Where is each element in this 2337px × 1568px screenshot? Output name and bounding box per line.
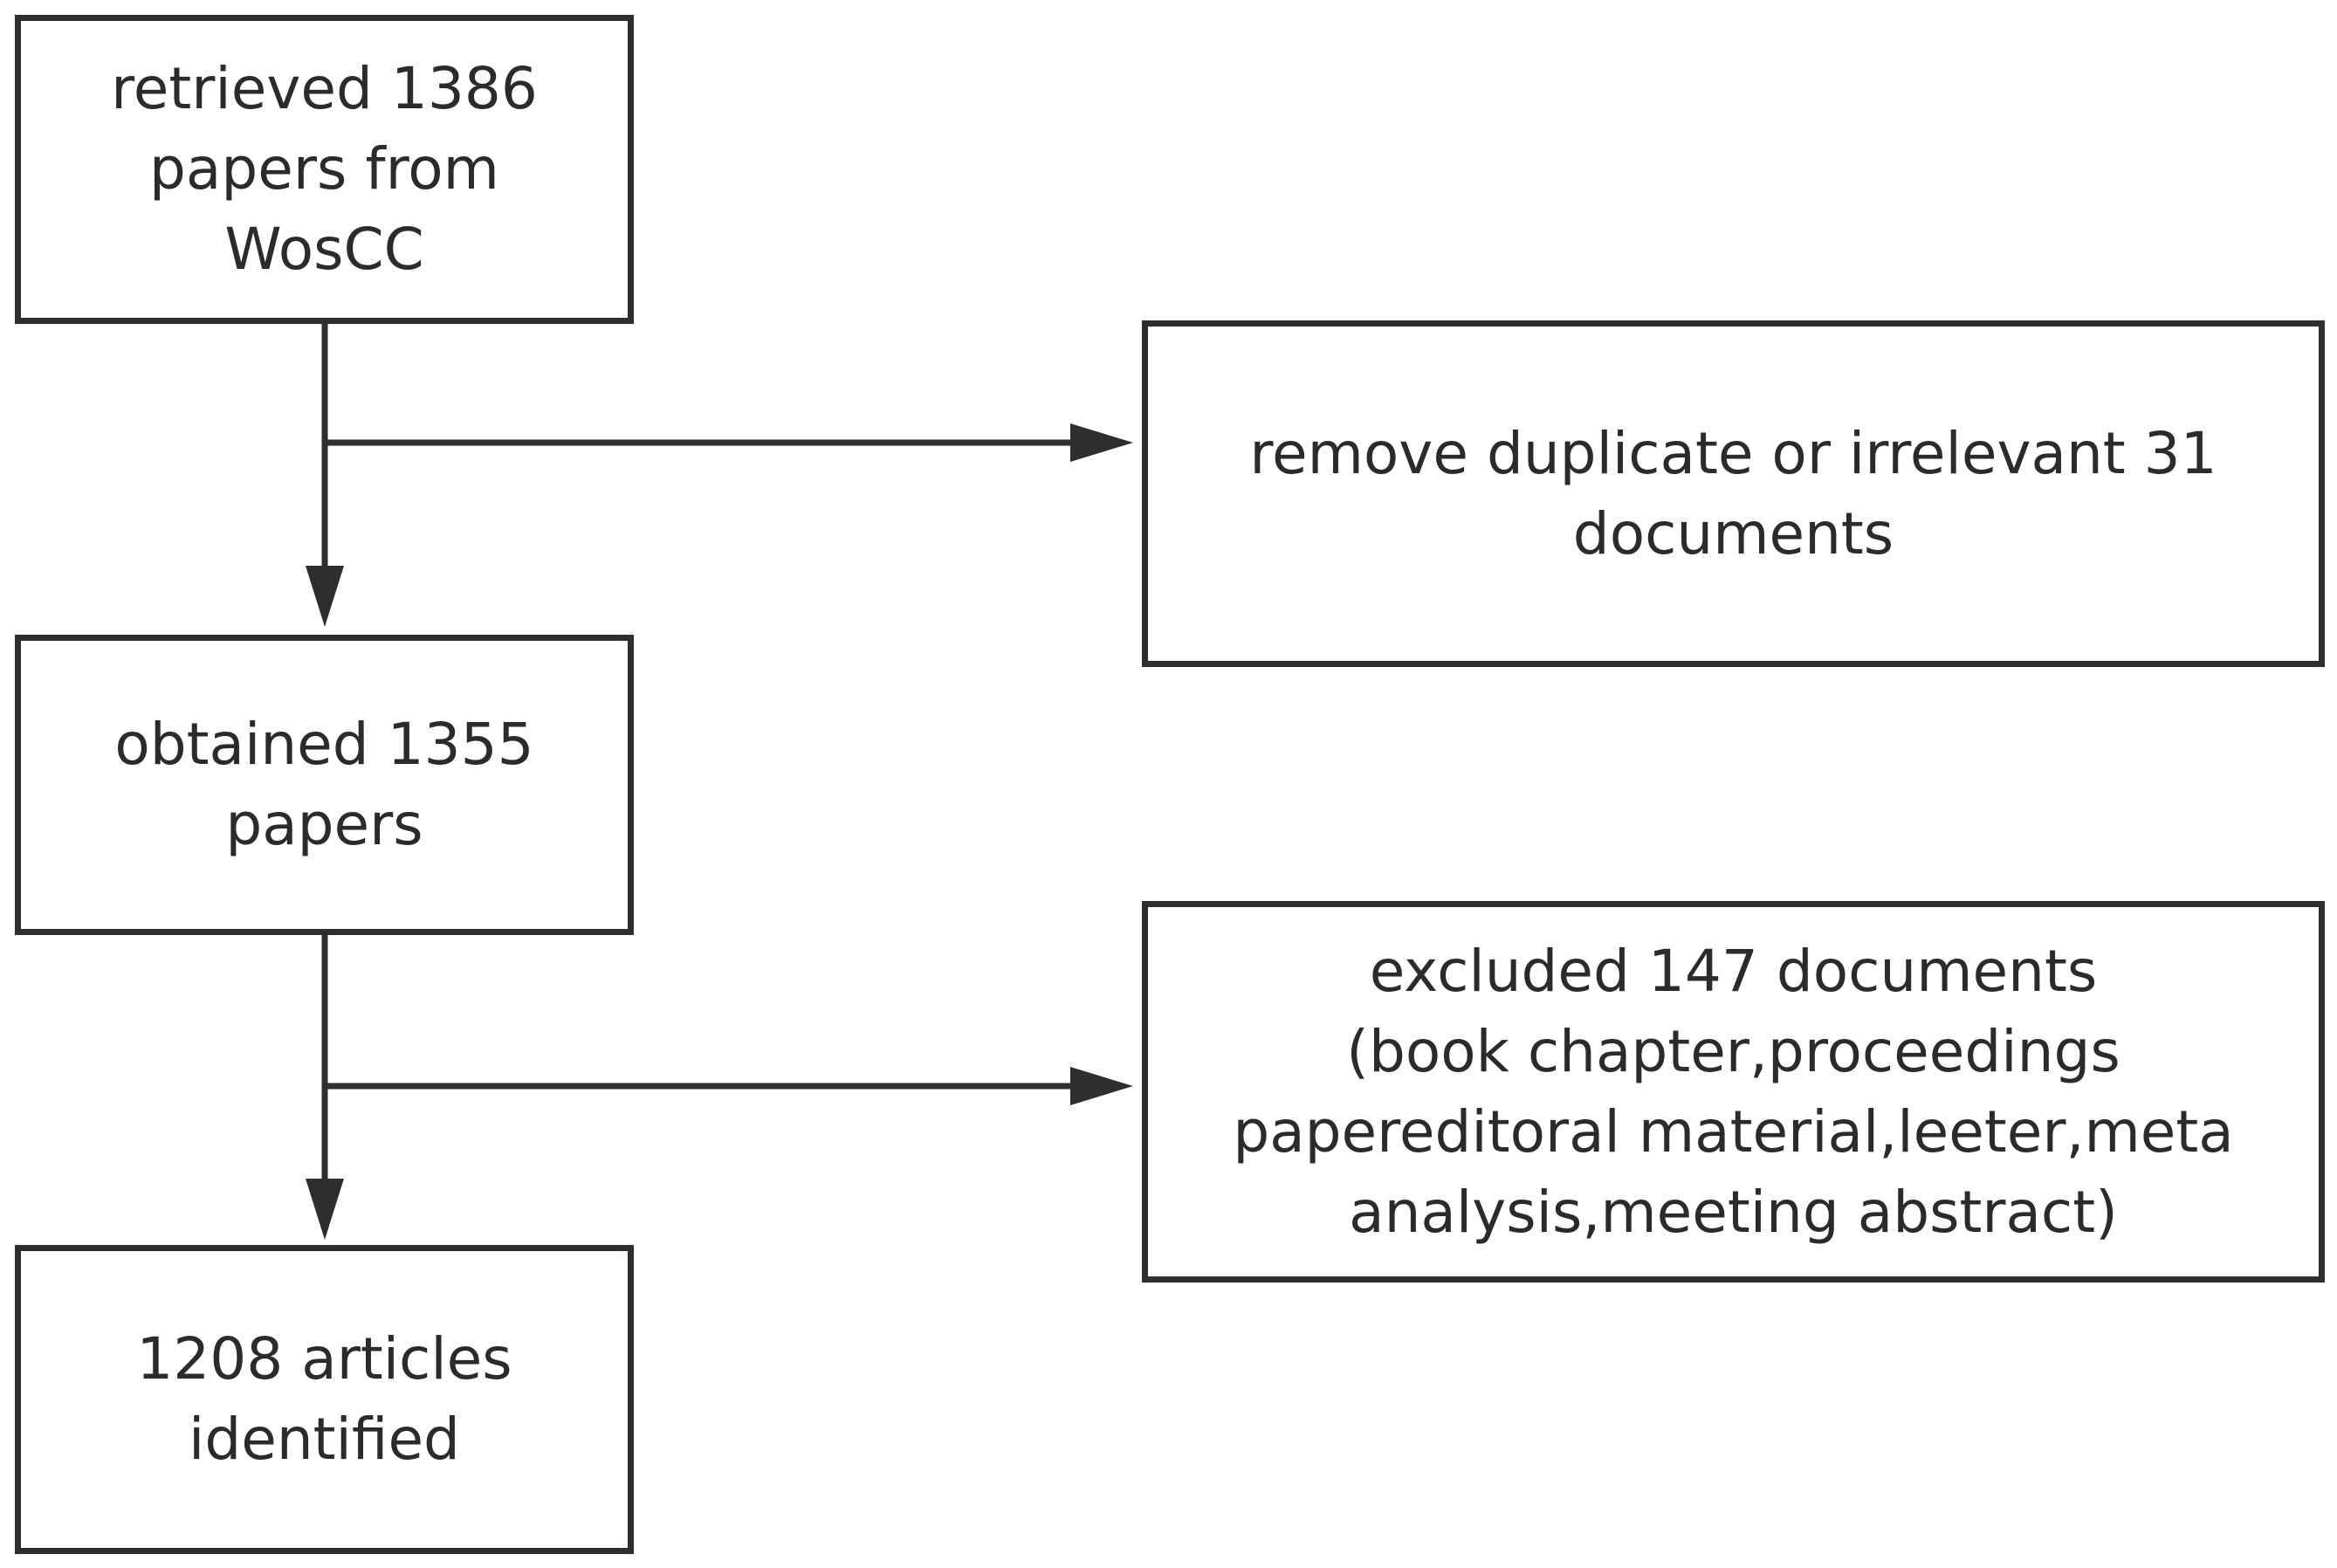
exclusion-duplicates-box: remove duplicate or irrelevant 31 docume… [1142, 320, 2325, 667]
arrowhead-down-step2 [306, 566, 344, 627]
step-retrieved-label: retrieved 1386 papers from WosCC [111, 55, 538, 283]
exclusion-types-box: excluded 147 documents (book chapter,pro… [1142, 901, 2325, 1283]
step-obtained-box: obtained 1355 papers [15, 635, 634, 935]
step-retrieved-box: retrieved 1386 papers from WosCC [15, 15, 634, 324]
arrowhead-right-exclusion2 [1070, 1067, 1133, 1105]
arrowhead-down-step3 [306, 1179, 344, 1240]
exclusion-types-label: excluded 147 documents (book chapter,pro… [1233, 937, 2234, 1246]
step-identified-label: 1208 articles identified [136, 1325, 512, 1473]
step-identified-box: 1208 articles identified [15, 1245, 634, 1554]
step-obtained-label: obtained 1355 papers [114, 711, 534, 858]
exclusion-duplicates-label: remove duplicate or irrelevant 31 docume… [1249, 419, 2217, 567]
arrowhead-right-exclusion1 [1070, 423, 1133, 462]
